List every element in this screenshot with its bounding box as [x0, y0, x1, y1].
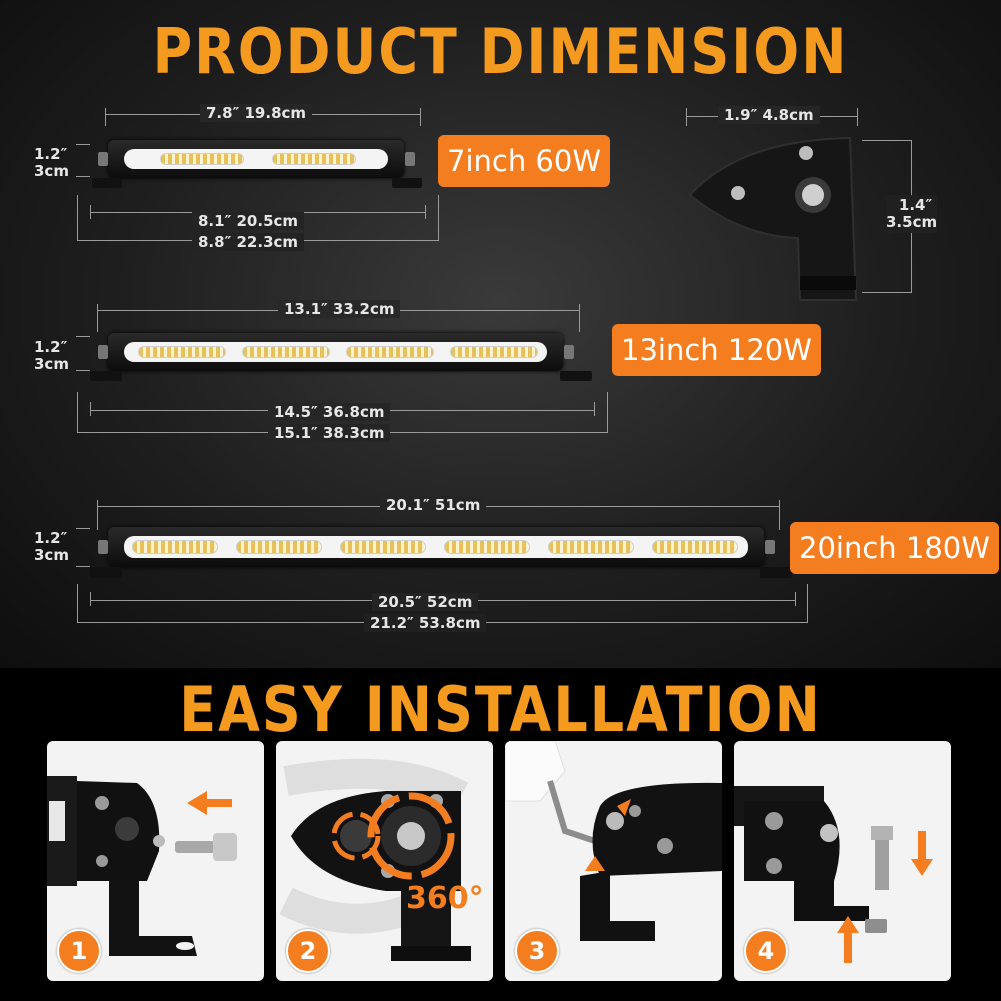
arrow-up-icon: [837, 916, 859, 963]
bar20-left-bracket: [90, 567, 122, 578]
bar7-badge: 7inch 60W: [438, 135, 611, 187]
bar7-left-bracket: [92, 178, 122, 188]
hex-key-icon: [547, 780, 596, 844]
dimension-heading: PRODUCT DIMENSION: [152, 15, 849, 88]
bar13-right-bracket: [560, 371, 592, 381]
dimension-section: PRODUCT DIMENSION 7.8″ 19.8cm 1.2″3cm 8.…: [0, 0, 1001, 668]
bar7-right-bracket: [392, 178, 422, 188]
bar20-badge: 20inch 180W: [790, 522, 999, 574]
bar20-right-bracket: [760, 567, 792, 578]
bar13-height-dim: 1.2″3cm: [34, 338, 69, 373]
install-step-1: 1: [47, 741, 264, 981]
step3-illustration: [505, 741, 722, 941]
bar20-mid-dim: 20.5″ 52cm: [372, 593, 479, 611]
light-bar-7inch: [108, 140, 404, 178]
install-step-4: 4: [734, 741, 951, 981]
bar13-mid-dim: 14.5″ 36.8cm: [268, 403, 391, 421]
bar7-height-dim: 1.2″3cm: [34, 145, 69, 180]
step2-illustration: [279, 758, 471, 961]
small-rotate-icon: [331, 811, 381, 861]
bar13-top-dim: 13.1″ 33.2cm: [278, 300, 401, 318]
end-view-width-dim: 1.9″ 4.8cm: [718, 106, 820, 124]
arrow-left-icon: [187, 791, 232, 815]
bar20-bottom-dim: 21.2″ 53.8cm: [364, 614, 487, 632]
install-step-2: 360° 2: [276, 741, 493, 981]
bar13-badge: 13inch 120W: [612, 324, 821, 376]
bar20-top-dim: 20.1″ 51cm: [380, 496, 487, 514]
step1-illustration: [47, 776, 237, 956]
end-view-height-dim: 1.4″ 3.5cm: [886, 195, 938, 233]
step3-number: 3: [515, 929, 559, 973]
bar13-bottom-dim: 15.1″ 38.3cm: [268, 424, 391, 442]
step2-number: 2: [286, 929, 330, 973]
bolt-icon: [871, 826, 893, 840]
rotate-arrows-icon: [367, 792, 455, 880]
bar7-top-dim: 7.8″ 19.8cm: [200, 104, 313, 122]
bar13-left-bracket: [90, 371, 122, 381]
arrow-down-icon: [911, 831, 933, 876]
light-bar-13inch: [108, 333, 563, 371]
end-view-bracket-illustration: [688, 136, 858, 301]
bar7-mid-dim: 8.1″ 20.5cm: [192, 212, 305, 230]
step1-number: 1: [57, 929, 101, 973]
turn-arrow-icon: [585, 856, 605, 871]
bar20-height-dim: 1.2″3cm: [34, 529, 69, 564]
nut-icon: [865, 919, 887, 933]
bar7-bottom-dim: 8.8″ 22.3cm: [192, 233, 305, 251]
step4-number: 4: [744, 929, 788, 973]
install-step-3: 3: [505, 741, 722, 981]
step4-illustration: [734, 786, 933, 963]
rotation-label: 360°: [406, 881, 484, 916]
light-bar-20inch: [108, 527, 764, 567]
installation-heading: EASY INSTALLATION: [179, 673, 822, 746]
